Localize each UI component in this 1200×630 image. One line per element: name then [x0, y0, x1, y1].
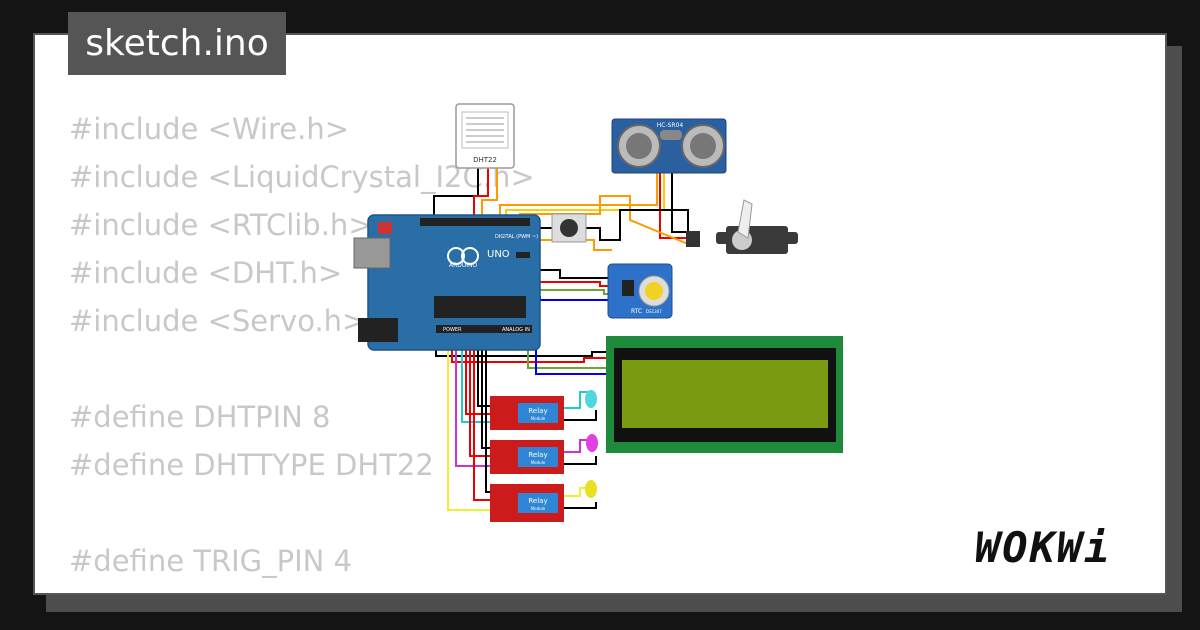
wire [564, 487, 590, 497]
wokwi-logo: WOKWi [975, 523, 1112, 572]
dht22-sensor[interactable]: DHT22 [455, 103, 515, 169]
code-line: #include <DHT.h> [69, 256, 343, 290]
arduino-brand-label: ARDUINO [449, 262, 478, 269]
wire [528, 269, 612, 279]
wire [564, 502, 597, 509]
rtc-model-label: DS1307 [646, 309, 662, 314]
wire [481, 168, 498, 218]
code-line: #define DHTTYPE DHT22 [69, 448, 434, 482]
arduino-uno-board[interactable]: UNO ARDUINO DIGITAL (PWM ~) ON POWER ANA… [353, 214, 541, 351]
code-preview: #include <Wire.h> #include <LiquidCrystal… [69, 105, 535, 593]
rtc-label: RTC [631, 308, 642, 315]
wire [528, 281, 612, 287]
file-tab[interactable]: sketch.ino [68, 12, 286, 75]
code-line: #include <RTClib.h> [69, 208, 373, 242]
wire [586, 209, 689, 241]
wire [564, 391, 590, 409]
relay-module-2[interactable]: Relay Module [490, 440, 564, 474]
code-line: #include <Wire.h> [69, 112, 350, 146]
wire [465, 340, 492, 415]
relay-sublabel: Module [531, 416, 546, 421]
relay-module-1[interactable]: Relay Module [490, 396, 564, 430]
wire [451, 340, 612, 363]
preview-card: #include <Wire.h> #include <LiquidCrystal… [33, 33, 1167, 595]
lcd-display[interactable] [606, 336, 843, 453]
code-line: #define ECHO_PIN 3 [69, 585, 535, 593]
relay-module-3[interactable]: Relay Module [490, 484, 564, 522]
wire [481, 340, 492, 449]
relay-sublabel: Module [531, 506, 546, 511]
wire [505, 168, 665, 218]
wire [659, 168, 688, 239]
wire [671, 168, 688, 233]
relay-label: Relay [528, 407, 547, 415]
rtc-module[interactable]: RTC DS1307 [607, 263, 673, 319]
wire [539, 296, 608, 301]
pushbutton[interactable] [551, 213, 587, 243]
arduino-digital-label: DIGITAL (PWM ~) [495, 234, 538, 240]
dht22-label: DHT22 [473, 156, 497, 164]
wire [564, 410, 597, 421]
wire [469, 340, 492, 457]
arduino-power-label: POWER [443, 327, 462, 333]
wire [564, 439, 590, 453]
wire [499, 168, 658, 218]
wire [473, 340, 492, 501]
relay-sublabel: Module [531, 460, 546, 465]
wire [564, 456, 597, 465]
ultrasonic-label: HC-SR04 [657, 122, 684, 129]
led-magenta[interactable] [586, 434, 598, 452]
arduino-model-label: UNO [487, 249, 510, 260]
arduino-analog-label: ANALOG IN [502, 327, 530, 333]
relay-label: Relay [528, 451, 547, 459]
led-cyan[interactable] [585, 390, 597, 408]
code-line: #include <Servo.h> [69, 304, 367, 338]
wire [433, 168, 479, 218]
servo-motor[interactable] [686, 199, 798, 254]
reset-button[interactable] [378, 222, 392, 234]
relay-label: Relay [528, 497, 547, 505]
wire [519, 195, 689, 245]
led-yellow[interactable] [585, 480, 597, 498]
code-line: #define DHTPIN 8 [69, 400, 331, 434]
ultrasonic-sensor[interactable]: HC-SR04 [611, 118, 727, 174]
wire [473, 168, 489, 218]
code-line: #define TRIG_PIN 4 [69, 544, 353, 578]
wire [477, 340, 492, 407]
code-line: #include <LiquidCrystal_I2C.h> [69, 160, 535, 194]
